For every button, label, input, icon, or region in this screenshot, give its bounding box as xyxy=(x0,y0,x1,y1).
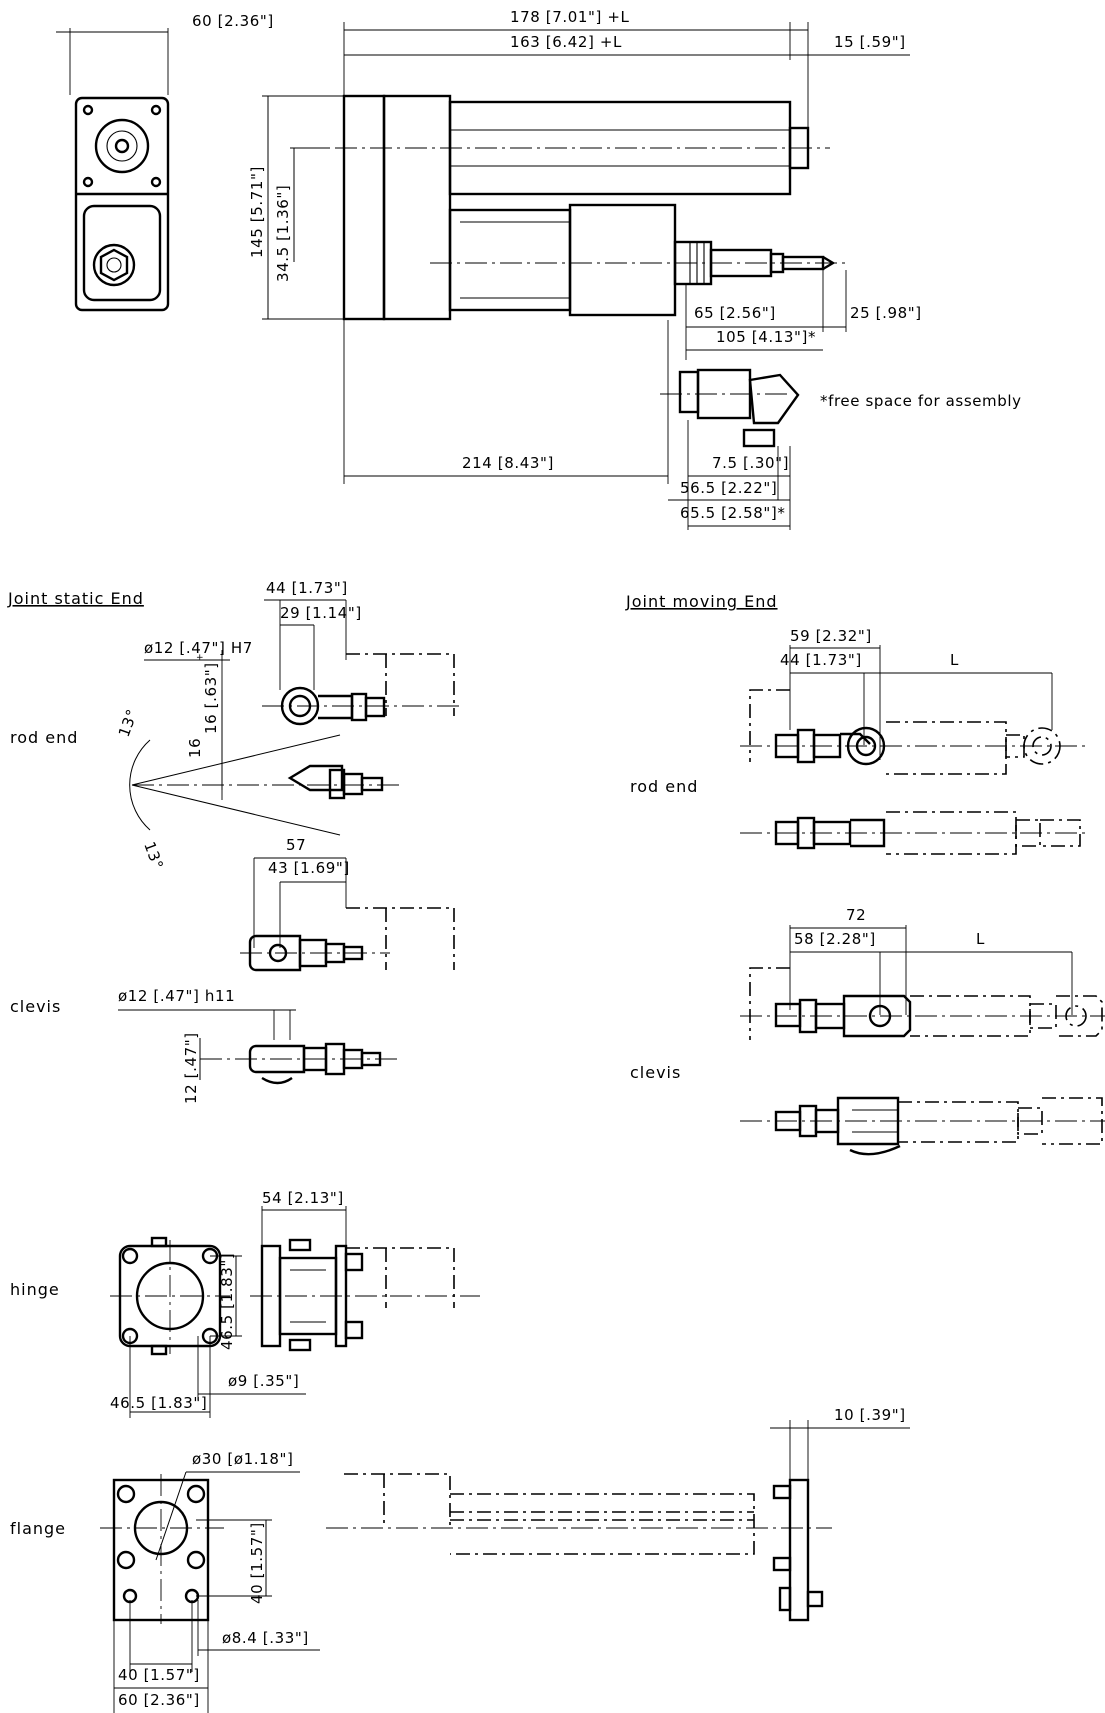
end-view: 60 [2.36"] xyxy=(56,12,274,312)
dim-width-60: 60 [2.36"] xyxy=(192,12,274,30)
dim-7-5: 7.5 [.30"] xyxy=(712,454,789,472)
side-view: 178 [7.01"] +L 163 [6.42] +L 15 [.59"] 1… xyxy=(248,8,1022,530)
static-clevis: clevis 57 43 [1.69"] ø12 [.47"] h11 12 [… xyxy=(10,836,455,1104)
angle-bottom: 13° xyxy=(140,839,167,872)
moving-clevis: clevis 72 58 [2.28"] L xyxy=(630,906,1105,1156)
dim-58: 58 [2.28"] xyxy=(794,930,876,948)
label-rod-end-right: rod end xyxy=(630,777,698,796)
dim-10: 10 [.39"] xyxy=(834,1406,906,1424)
dim-16-label: 16 xyxy=(186,738,204,758)
dim-25: 25 [.98"] xyxy=(850,304,922,322)
dim-57: 57 xyxy=(286,836,306,854)
dim-dia-30: ø30 [ø1.18"] xyxy=(192,1450,293,1468)
dim-29: 29 [1.14"] xyxy=(280,604,362,622)
dim-height-34-5: 34.5 [1.36"] xyxy=(274,185,292,282)
angle-top: 13° xyxy=(115,707,142,740)
dim-65-5: 65.5 [2.58"]* xyxy=(680,504,785,522)
label-clevis-left: clevis xyxy=(10,997,61,1016)
dim-46-5-vert: 46.5 [1.83"] xyxy=(218,1253,236,1350)
dim-hole-8-4: ø8.4 [.33"] xyxy=(222,1629,309,1647)
dim-56-5: 56.5 [2.22"] xyxy=(680,479,777,497)
dim-length-163: 163 [6.42] +L xyxy=(510,33,622,51)
static-rod-end: rod end 44 [1.73"] 29 [1.14"] ø12 [.47"]… xyxy=(10,579,460,872)
tolerance-mark: + xyxy=(196,653,204,663)
label-clevis-right: clevis xyxy=(630,1063,681,1082)
dim-L-rod: L xyxy=(950,651,959,669)
dim-16: 16 [.63"] xyxy=(202,662,220,734)
moving-rod-end: rod end 59 [2.32"] 44 [1.73"] L xyxy=(630,627,1090,855)
dim-59: 59 [2.32"] xyxy=(790,627,872,645)
label-hinge: hinge xyxy=(10,1280,60,1299)
dim-46-5-horz: 46.5 [1.83"] xyxy=(110,1394,207,1412)
dim-44-moving: 44 [1.73"] xyxy=(780,651,862,669)
dim-height-145: 145 [5.71"] xyxy=(248,166,266,258)
dim-bore-h7: ø12 [.47"] H7 xyxy=(144,639,253,657)
dim-hole-9: ø9 [.35"] xyxy=(228,1372,299,1390)
section-moving-end: Joint moving End xyxy=(625,592,778,611)
dim-40-vert: 40 [1.57"] xyxy=(248,1522,266,1604)
dim-40-horz: 40 [1.57"] xyxy=(118,1666,200,1684)
label-rod-end-left: rod end xyxy=(10,728,78,747)
flange: flange ø30 [ø1.18"] 40 [1.57"] ø8.4 [.33… xyxy=(10,1406,910,1713)
section-static-end: Joint static End xyxy=(7,589,144,608)
label-flange: flange xyxy=(10,1519,66,1538)
dim-214: 214 [8.43"] xyxy=(462,454,554,472)
dim-60-horz: 60 [2.36"] xyxy=(118,1691,200,1709)
dim-length-178: 178 [7.01"] +L xyxy=(510,8,630,26)
dim-54: 54 [2.13"] xyxy=(262,1189,344,1207)
dim-72: 72 xyxy=(846,906,866,924)
dim-43: 43 [1.69"] xyxy=(268,859,350,877)
dim-65: 65 [2.56"] xyxy=(694,304,776,322)
dim-44: 44 [1.73"] xyxy=(266,579,348,597)
dim-pin-h11: ø12 [.47"] h11 xyxy=(118,987,235,1005)
hinge: hinge 46.5 [1.83"] 46.5 [1.83"] ø9 [.35"… xyxy=(10,1189,480,1418)
dim-L-clevis: L xyxy=(976,930,985,948)
dim-105: 105 [4.13"]* xyxy=(716,328,816,346)
dim-12: 12 [.47"] xyxy=(182,1032,200,1104)
dim-15: 15 [.59"] xyxy=(834,33,906,51)
free-space-note: *free space for assembly xyxy=(820,392,1022,410)
